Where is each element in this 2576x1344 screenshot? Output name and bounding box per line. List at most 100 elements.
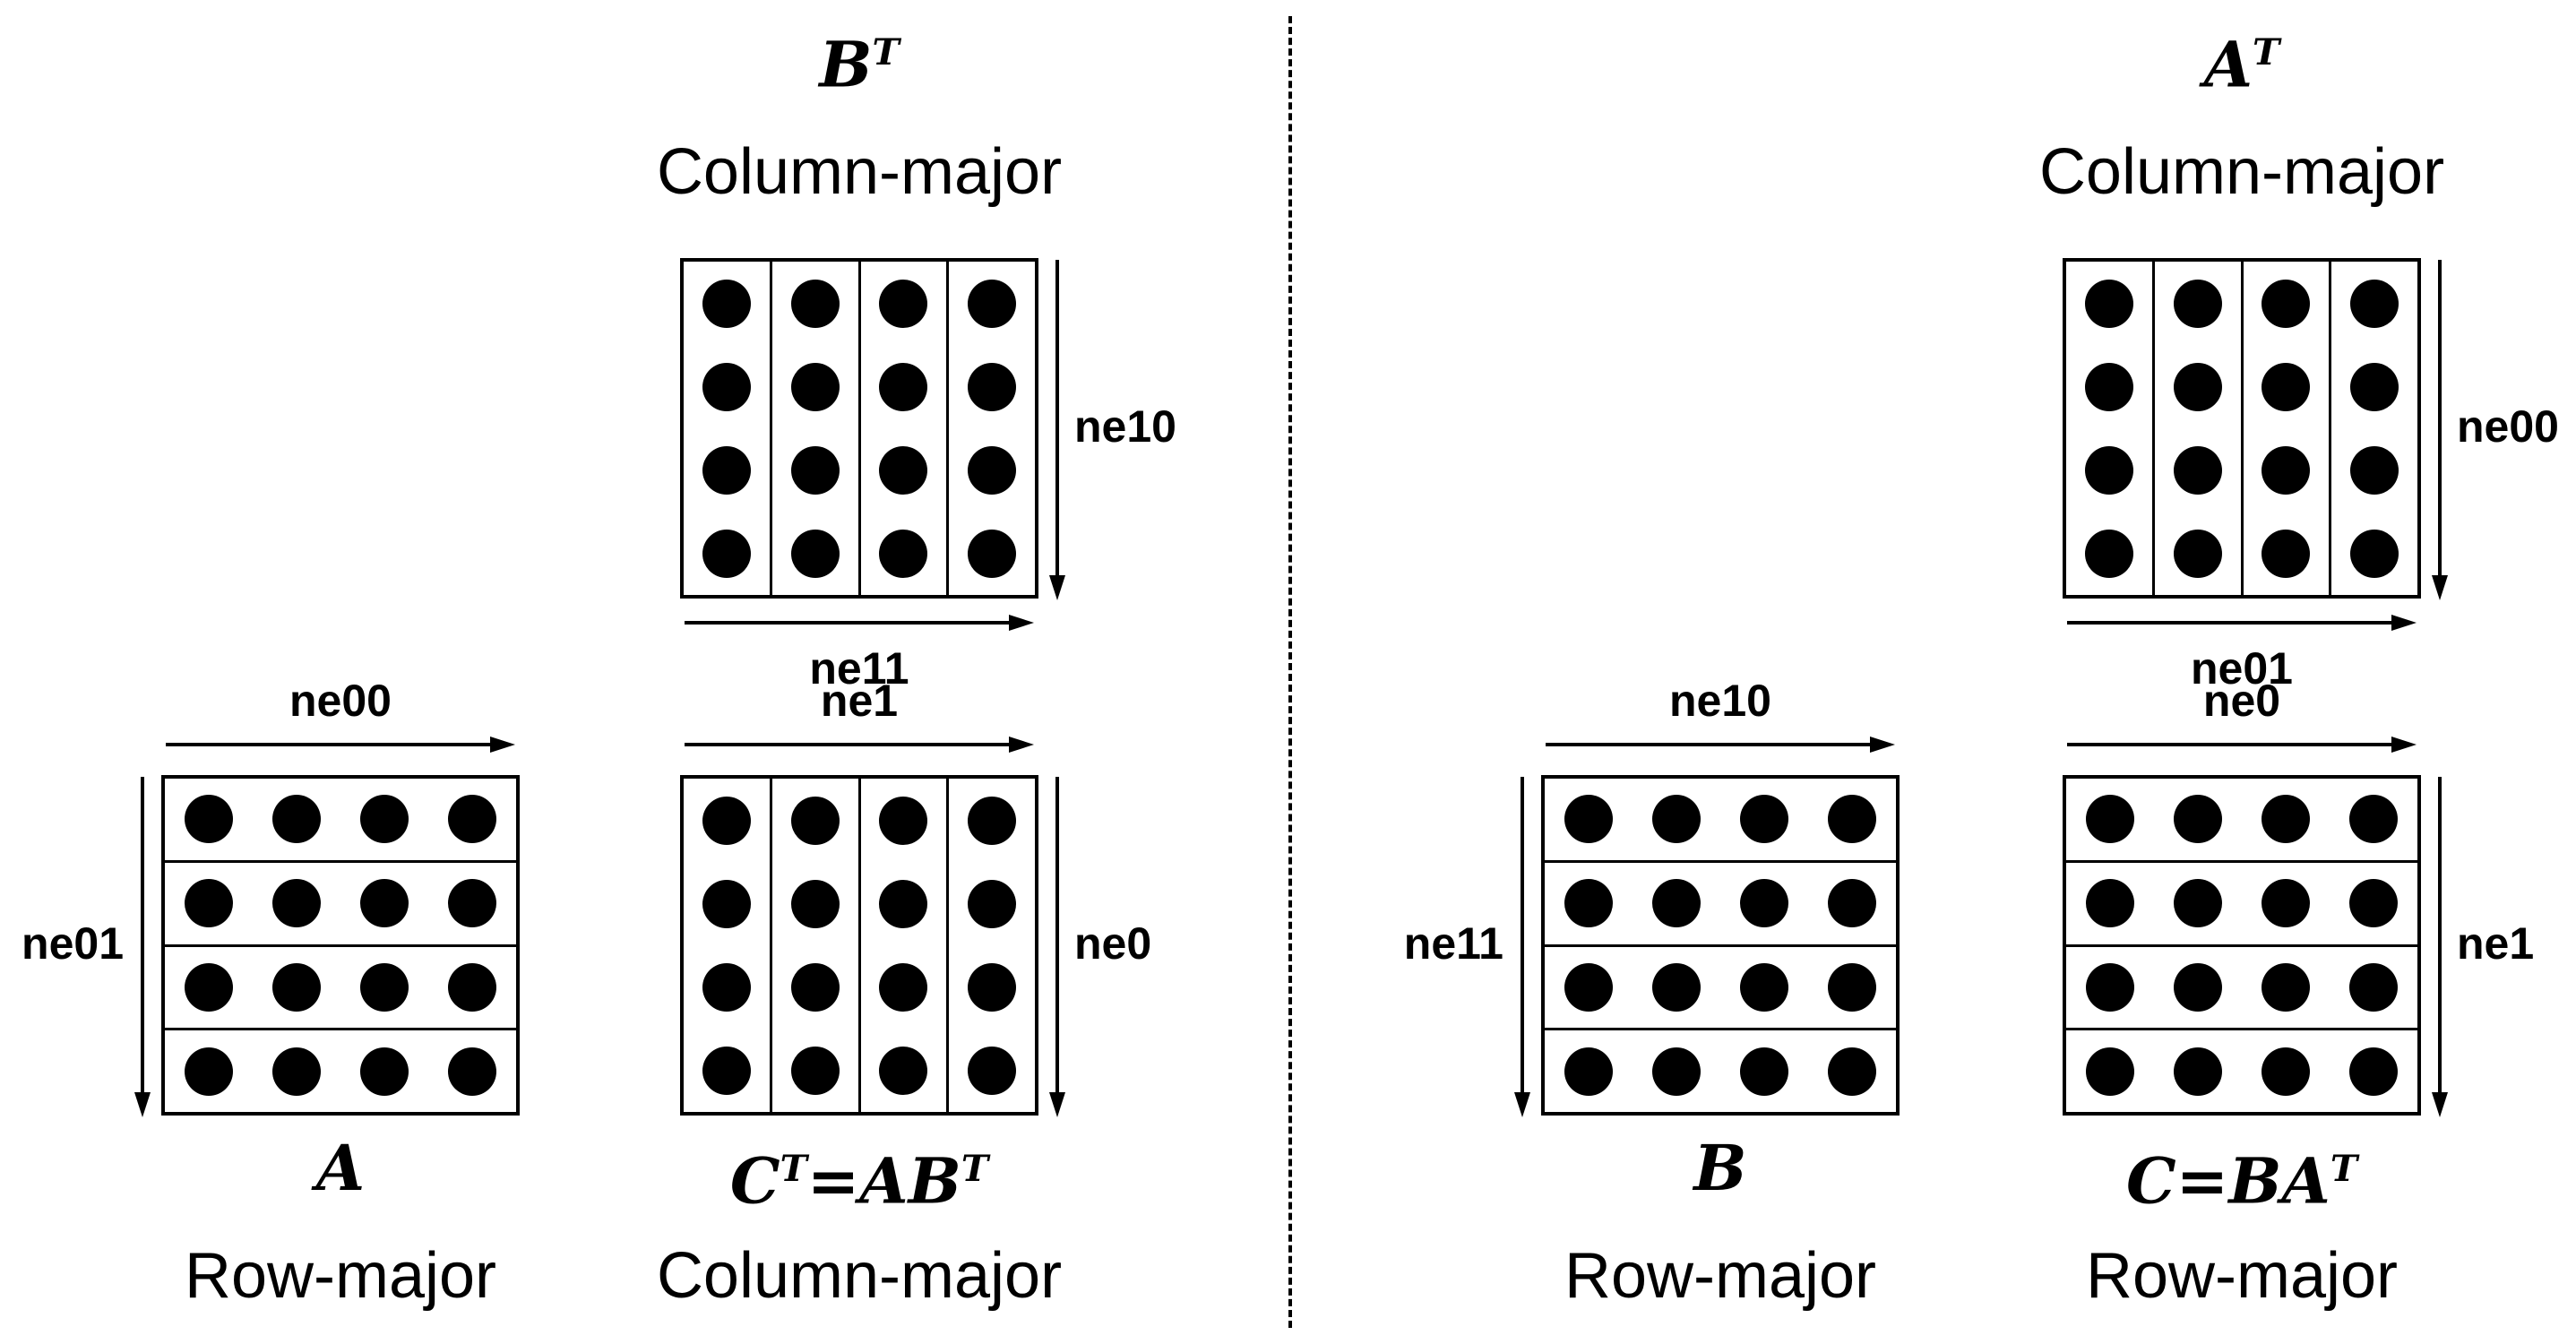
matrix-element-dot (1652, 795, 1701, 844)
arrow-down-icon (2432, 777, 2448, 1117)
matrix-element-dot (2174, 795, 2222, 844)
matrix-element-dot (2174, 1047, 2222, 1096)
matrix-row (165, 779, 516, 860)
dim-label-ne01: ne01 (2191, 643, 2293, 694)
matrix-a-subtitle: Row-major (184, 1240, 497, 1312)
dim-label-ne1: ne1 (820, 676, 899, 726)
matrix-c-transpose-subtitle: Column-major (656, 1240, 1063, 1312)
matrix-element-dot (790, 445, 840, 495)
title-superscript: T (961, 1147, 989, 1190)
matrix-element-dot (968, 445, 1017, 495)
matrix-element-dot (2086, 962, 2134, 1012)
matrix-element-dot (2173, 529, 2222, 578)
matrix-element-dot (2349, 962, 2398, 1012)
dim-label-ne10: ne10 (1669, 676, 1771, 726)
matrix-b-subtitle: Row-major (1564, 1240, 1877, 1312)
arrow-right-icon (2067, 615, 2417, 631)
matrix-column (769, 262, 858, 595)
matrix-element-dot (2262, 795, 2310, 844)
matrix-c-transpose-title: CT=ABT (590, 1131, 1128, 1219)
matrix-element-dot (272, 795, 321, 844)
matrix-row (165, 943, 516, 1029)
matrix-element-dot (2262, 1047, 2310, 1096)
matrix-element-dot (1652, 962, 1701, 1012)
matrix-element-dot (2173, 279, 2222, 328)
arrow-down-icon (1049, 260, 1065, 600)
matrix-element-dot (2086, 795, 2134, 844)
matrix-element-dot (185, 879, 233, 928)
matrix-element-dot (448, 1047, 496, 1096)
matrix-column (2240, 262, 2330, 595)
title-base: A (315, 1131, 366, 1205)
arrow-down-icon (1049, 777, 1065, 1117)
title-base: C=BA (2125, 1143, 2330, 1219)
matrix-column (857, 262, 947, 595)
dim-label-ne01: ne01 (22, 918, 124, 969)
matrix-element-dot (360, 879, 409, 928)
matrix-element-dot (185, 795, 233, 844)
matrix-element-dot (790, 962, 840, 1012)
matrix-b-transpose-title: BT (590, 14, 1128, 102)
matrix-element-dot (2350, 279, 2399, 328)
matrix-element-dot (272, 1047, 321, 1096)
matrix-column (2329, 262, 2417, 595)
matrix-element-dot (448, 795, 496, 844)
title-base: C (729, 1143, 780, 1219)
matrix-row (165, 859, 516, 944)
matrix-b-transpose-subtitle: Column-major (656, 136, 1063, 208)
matrix-element-dot (879, 362, 928, 411)
matrix-element-dot (702, 445, 751, 495)
matrix-c-transpose (680, 775, 1038, 1116)
matrix-element-dot (360, 962, 409, 1012)
matrix-element-dot (2173, 445, 2222, 495)
matrix-element-dot (448, 962, 496, 1012)
matrix-element-dot (2173, 362, 2222, 411)
matrix-element-dot (1564, 1047, 1613, 1096)
matrix-element-dot (879, 962, 928, 1012)
dim-label-ne0: ne0 (2202, 676, 2281, 726)
matrix-element-dot (1652, 1047, 1701, 1096)
matrix-element-dot (360, 795, 409, 844)
matrix-element-dot (1740, 795, 1788, 844)
matrix-element-dot (968, 1046, 1017, 1095)
title-base: A (2203, 27, 2253, 102)
matrix-element-dot (2174, 962, 2222, 1012)
matrix-element-dot (790, 279, 840, 328)
dim-label-ne10: ne10 (1074, 401, 1176, 452)
title-superscript: T (872, 30, 900, 73)
matrix-row (2066, 943, 2417, 1029)
matrix-element-dot (968, 529, 1017, 578)
matrix-row (2066, 1028, 2417, 1112)
matrix-a-transpose (2063, 258, 2421, 599)
matrix-element-dot (185, 1047, 233, 1096)
matrix-element-dot (2086, 1047, 2134, 1096)
matrix-element-dot (1828, 962, 1876, 1012)
matrix-element-dot (879, 279, 928, 328)
matrix-column (946, 779, 1035, 1112)
dim-label-ne0: ne0 (1074, 918, 1152, 969)
matrix-row (2066, 859, 2417, 944)
matrix-column (769, 779, 858, 1112)
matrix-element-dot (2350, 445, 2399, 495)
matrix-column (2151, 262, 2241, 595)
matrix-column (684, 779, 770, 1112)
matrix-element-dot (185, 962, 233, 1012)
matrix-b-title: B (1452, 1131, 1989, 1206)
matrix-element-dot (702, 362, 751, 411)
matrix-element-dot (790, 879, 840, 928)
arrow-right-icon (166, 737, 515, 753)
title-base: B (1693, 1131, 1747, 1205)
matrix-element-dot (702, 962, 751, 1012)
matrix-element-dot (1564, 795, 1613, 844)
matrix-element-dot (879, 445, 928, 495)
matrix-element-dot (272, 879, 321, 928)
matrix-a (161, 775, 520, 1116)
matrix-column (857, 779, 947, 1112)
matrix-a-transpose-subtitle: Column-major (2038, 136, 2445, 208)
matrix-element-dot (2350, 529, 2399, 578)
title-superscript: T (2330, 1147, 2358, 1190)
arrow-right-icon (685, 615, 1034, 631)
matrix-element-dot (1564, 879, 1613, 928)
matrix-row (1545, 943, 1896, 1029)
